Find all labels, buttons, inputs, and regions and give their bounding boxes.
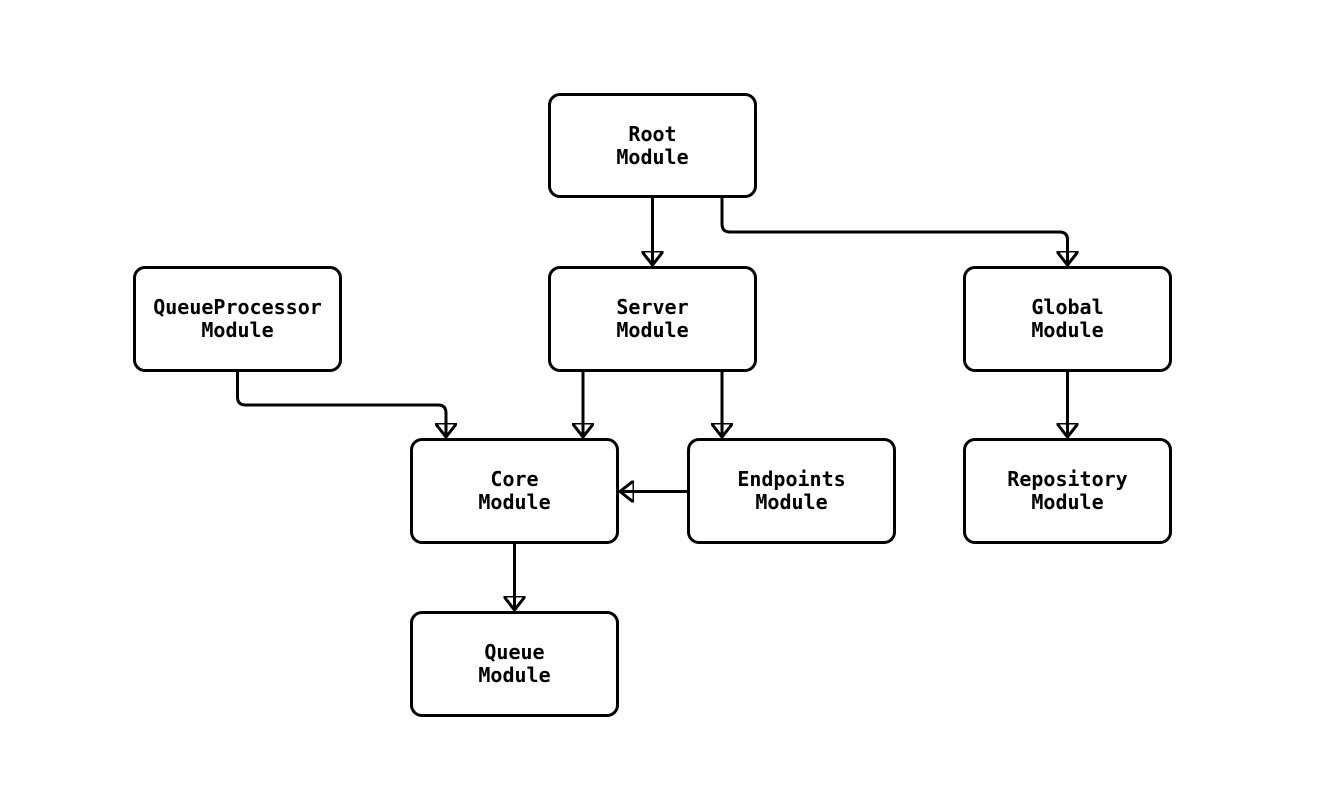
node-queue-module: Queue Module bbox=[410, 611, 619, 717]
edge-queueprocessor-to-core bbox=[236, 371, 447, 437]
node-root-module: Root Module bbox=[548, 93, 757, 198]
node-repository-module: Repository Module bbox=[963, 438, 1172, 544]
node-label: Repository Module bbox=[1007, 467, 1128, 514]
node-label: Root Module bbox=[616, 121, 689, 169]
node-global-module: Global Module bbox=[963, 266, 1172, 372]
node-label: Server Module bbox=[616, 295, 689, 342]
edge-root-to-global bbox=[720, 197, 1068, 265]
node-label: Core Module bbox=[478, 467, 551, 514]
node-label: QueueProcessor Module bbox=[153, 295, 322, 342]
node-label: Global Module bbox=[1031, 295, 1104, 342]
node-label: Endpoints Module bbox=[737, 467, 846, 514]
node-endpoints-module: Endpoints Module bbox=[687, 438, 896, 544]
node-label: Queue Module bbox=[478, 640, 551, 687]
node-queueprocessor-module: QueueProcessor Module bbox=[133, 266, 342, 372]
node-core-module: Core Module bbox=[410, 438, 619, 544]
node-server-module: Server Module bbox=[548, 266, 757, 372]
